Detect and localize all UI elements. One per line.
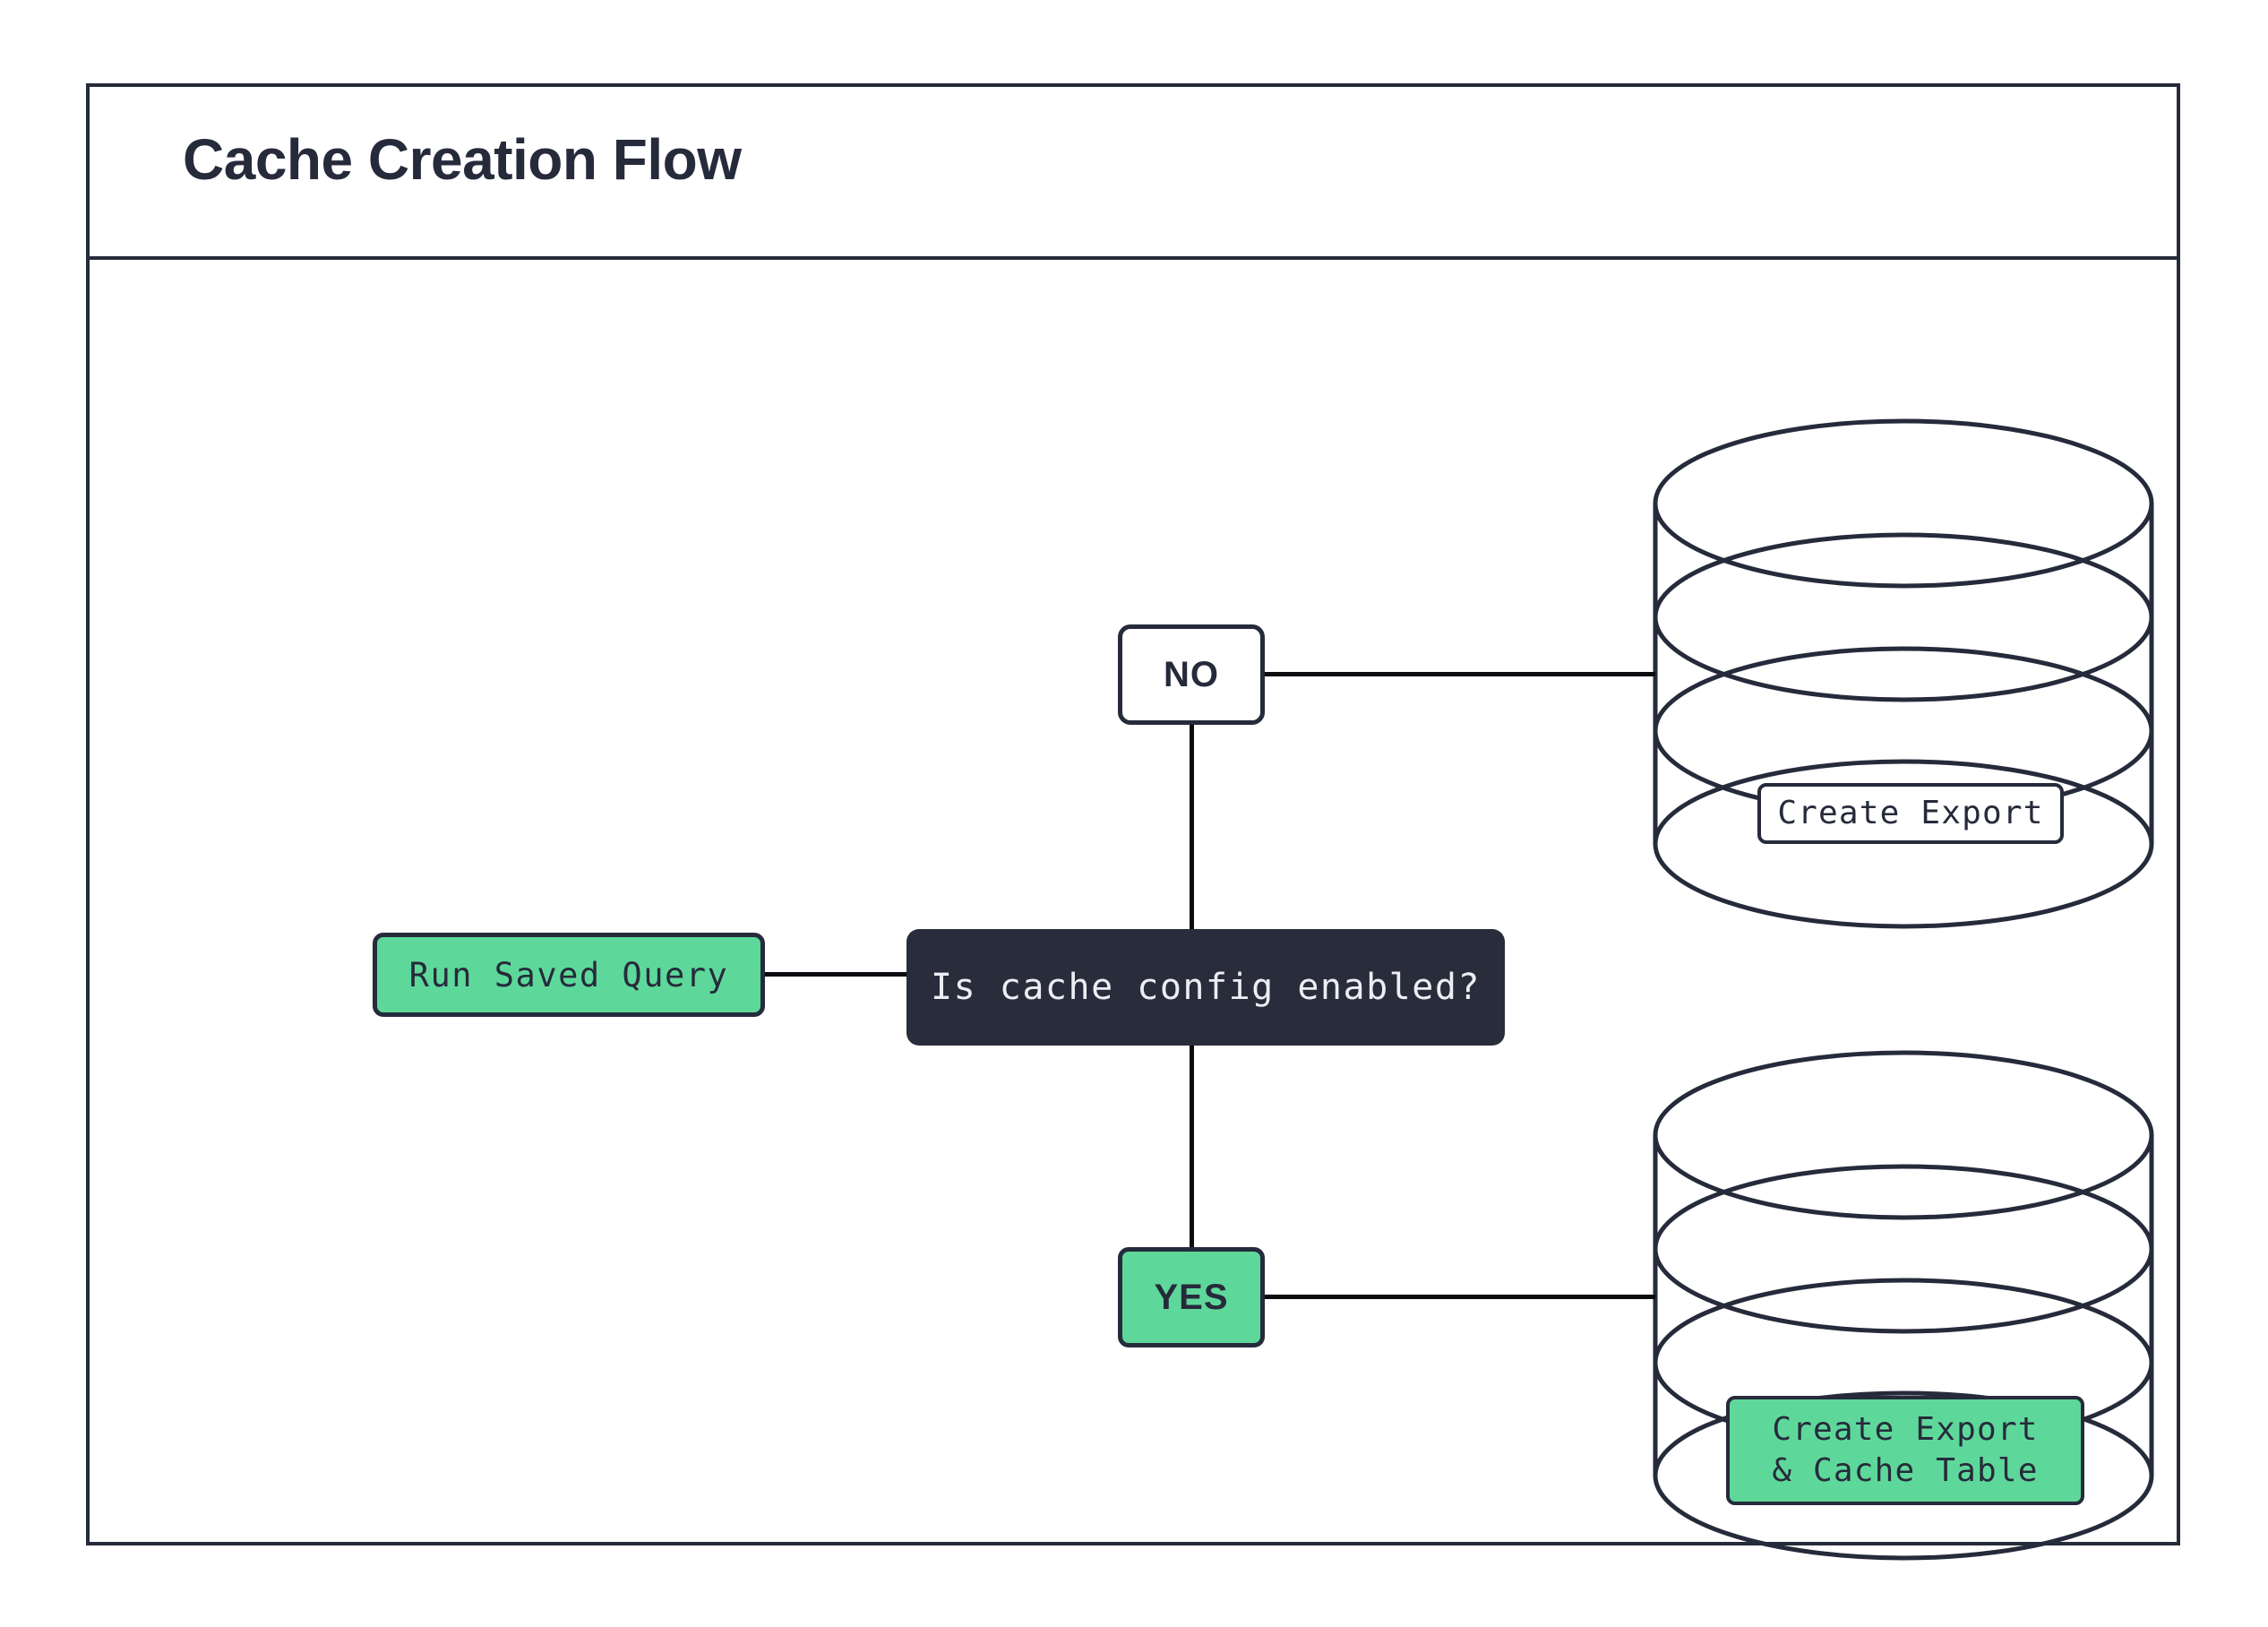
page-title: Cache Creation Flow xyxy=(183,127,742,192)
edge-yes-to-export-cache-store xyxy=(1263,1295,1655,1299)
diagram-frame: Cache Creation Flow xyxy=(86,83,2180,1561)
node-run-saved-query[interactable]: Run Saved Query xyxy=(373,933,765,1017)
label-line-2: & Cache Table xyxy=(1772,1452,2039,1489)
edge-query-to-decision xyxy=(763,972,910,977)
node-branch-no[interactable]: NO xyxy=(1118,624,1265,725)
edge-decision-to-yes xyxy=(1190,1043,1194,1251)
label-create-export-cache-table[interactable]: Create Export & Cache Table xyxy=(1726,1396,2084,1505)
edge-no-to-export-store xyxy=(1263,672,1655,676)
node-decision-cache-config[interactable]: Is cache config enabled? xyxy=(906,929,1505,1046)
flowchart-body: Run Saved Query Is cache config enabled?… xyxy=(90,260,2177,1561)
database-cylinder-export[interactable] xyxy=(1653,418,2154,929)
diagram-header: Cache Creation Flow xyxy=(90,87,2177,260)
label-create-export[interactable]: Create Export xyxy=(1757,783,2064,844)
node-branch-yes[interactable]: YES xyxy=(1118,1247,1265,1347)
label-line-1: Create Export xyxy=(1772,1410,2039,1448)
edge-decision-to-no xyxy=(1190,725,1194,933)
